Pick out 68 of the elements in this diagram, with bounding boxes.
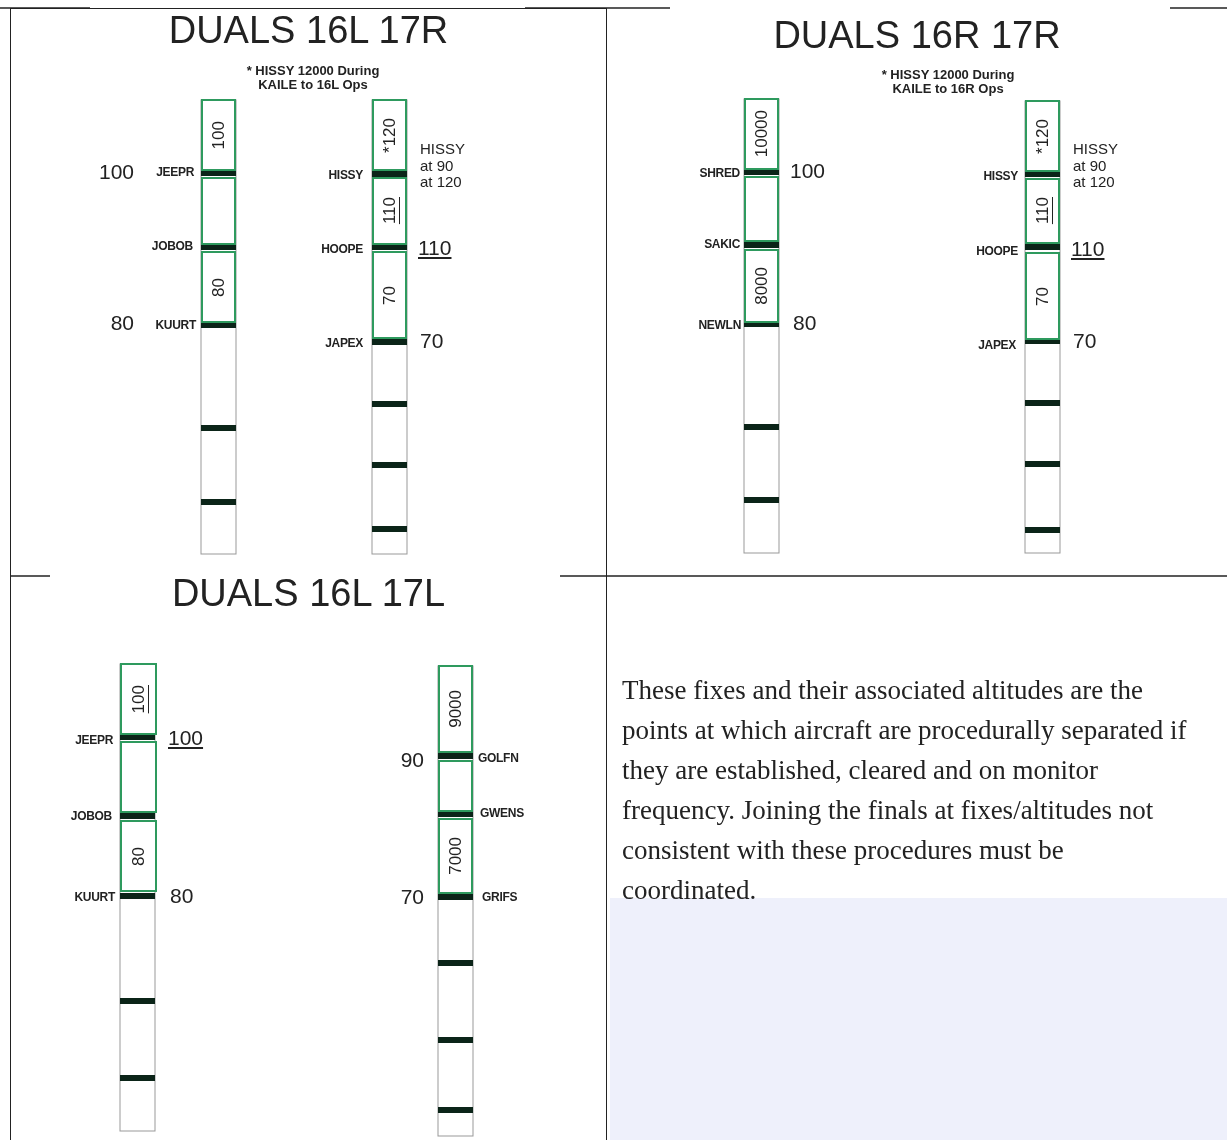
altitude-value: 90 <box>400 748 424 772</box>
fix-name: JOBOB <box>151 239 193 253</box>
segment-altitude: 110 <box>1032 197 1053 225</box>
fix-name: GWENS <box>480 806 524 820</box>
segment-altitude: 10000 <box>751 110 772 158</box>
altitude-segment <box>120 663 157 735</box>
fix-name: KUURT <box>74 890 115 904</box>
altitude-segment <box>372 177 407 245</box>
altitude-segment <box>1025 252 1060 340</box>
fix-name: JOBOB <box>70 809 112 823</box>
fix-name: JEEPR <box>156 165 194 179</box>
fix-name: KUURT <box>155 318 196 332</box>
fix-name: JAPEX <box>325 336 363 350</box>
segment-altitude: 80 <box>128 846 149 866</box>
altitude-value: 80 <box>793 311 817 335</box>
altitude-segment <box>372 251 407 339</box>
fix-name: JAPEX <box>978 338 1016 352</box>
fix-name: SAKIC <box>704 237 740 251</box>
segment-altitude: 100 <box>208 120 229 150</box>
segment-altitude: *120 <box>379 117 400 153</box>
chart-panel <box>10 576 607 1140</box>
altitude-value: 70 <box>1073 329 1097 353</box>
fix-name: GOLFN <box>478 751 519 765</box>
segment-altitude: *120 <box>1032 118 1053 154</box>
altitude-value: 110 <box>418 236 452 260</box>
fix-name: HOOPE <box>976 244 1018 258</box>
altitude-value: 110 <box>1071 237 1105 261</box>
fix-note: HISSY at 90 at 120 <box>420 141 466 191</box>
chart-panel <box>10 8 607 576</box>
altitude-value: 80 <box>110 311 134 335</box>
segment-altitude: 80 <box>208 277 229 297</box>
altitude-value: 70 <box>400 885 424 909</box>
altitude-segment <box>438 818 473 894</box>
explanation-text: These fixes and their associated altitudes are the points at which aircraft are procedurally separated if they are established, cleared and on monitor frequency. Joining the finals at fixes/altitudes not consistent with these procedures must be coordinated. <box>622 674 1187 907</box>
altitude-segment <box>201 251 236 323</box>
segment-altitude: 100 <box>128 684 149 714</box>
fix-name: SHRED <box>699 166 740 180</box>
altitude-segment <box>201 99 236 171</box>
fix-name: HISSY <box>983 169 1018 183</box>
altitude-segment <box>120 820 157 892</box>
segment-altitude: 110 <box>379 197 400 225</box>
segment-altitude: 70 <box>1032 286 1053 306</box>
altitude-value: 70 <box>420 329 444 353</box>
panel-title: DUALS 16R 17R <box>773 14 1061 57</box>
fix-name: NEWLN <box>698 318 741 332</box>
segment-altitude: 9000 <box>445 690 466 728</box>
altitude-segment <box>1025 178 1060 244</box>
fix-name: HISSY <box>328 168 363 182</box>
altitude-segment <box>438 665 473 753</box>
altitude-value: 100 <box>168 726 204 750</box>
segment-altitude: 70 <box>379 285 400 305</box>
fix-name: JEEPR <box>75 733 113 747</box>
note: * HISSY 12000 During KAILE to 16L Ops <box>245 64 381 92</box>
fix-name: HOOPE <box>321 242 363 256</box>
panel-title: DUALS 16L 17R <box>168 9 449 52</box>
fix-name: GRIFS <box>482 890 518 904</box>
altitude-value: 100 <box>790 159 826 183</box>
altitude-segment <box>372 99 407 171</box>
altitude-value: 80 <box>170 884 194 908</box>
altitude-segment <box>744 249 779 323</box>
note: * HISSY 12000 During KAILE to 16R Ops <box>880 68 1016 96</box>
segment-altitude: 7000 <box>445 837 466 875</box>
altitude-value: 100 <box>98 160 134 184</box>
panel-title: DUALS 16L 17L <box>171 572 446 615</box>
altitude-segment <box>1025 100 1060 172</box>
fix-note: HISSY at 90 at 120 <box>1073 141 1119 191</box>
segment-altitude: 8000 <box>751 267 772 305</box>
altitude-segment <box>744 98 779 170</box>
